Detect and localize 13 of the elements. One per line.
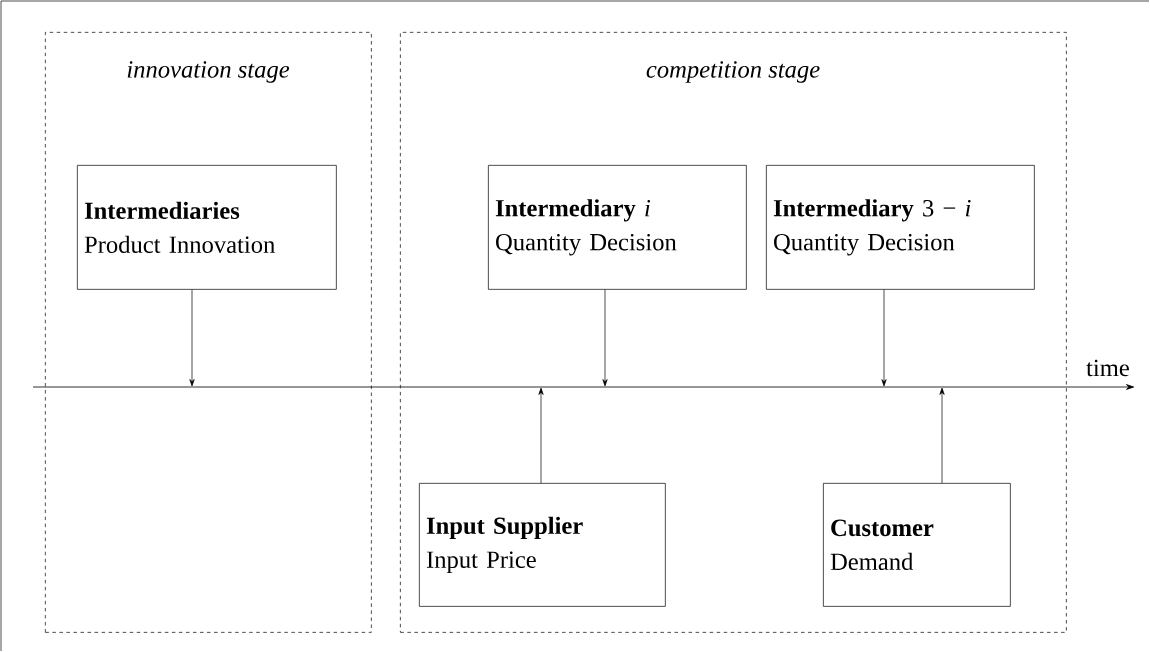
process-box: Intermediary 3 − i Quantity Decision [766,165,1035,290]
process-box: Input Supplier Input Price [419,483,666,607]
arrow [189,289,195,387]
process-box: Intermediary i Quantity Decision [488,165,747,290]
process-box: Customer Demand [823,483,1011,607]
axis-label: time [1086,359,1129,377]
stage-label: competition stage [646,61,820,83]
process-box: Intermediaries Product Innovation [77,165,337,290]
arrow [538,387,544,484]
arrow [881,289,887,387]
arrow [939,387,945,484]
stage-label: innovation stage [127,61,290,83]
arrow [602,289,608,387]
